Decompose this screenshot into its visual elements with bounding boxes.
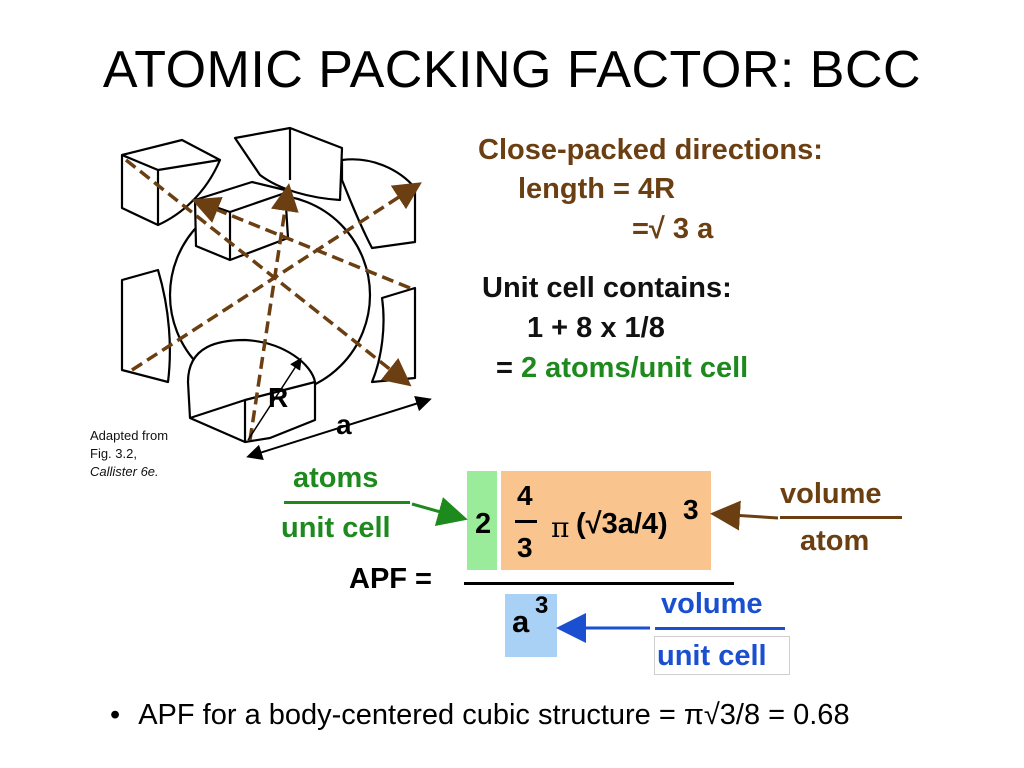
result-value: 2 atoms/unit cell [521, 352, 749, 384]
fraction-denominator: 3 [517, 532, 533, 563]
radius-expression: (√3a/4) [576, 508, 668, 540]
volume-cell-fraction-bar [655, 627, 785, 630]
credit-line: Fig. 3.2, [90, 446, 137, 461]
unit-cell-label: unit cell [657, 640, 767, 672]
unit-cell-heading: Unit cell contains: [482, 272, 732, 304]
fraction-numerator: 4 [517, 480, 533, 511]
length-line: length = 4R [518, 173, 676, 205]
close-packed-heading: Close-packed directions: [478, 134, 823, 166]
denominator-exponent: 3 [535, 592, 549, 619]
atom-count-result: = 2 atoms/unit cell [496, 352, 748, 385]
result-prefix: = [496, 352, 521, 384]
lattice-parameter-label: a [336, 409, 352, 440]
bullet-point: • APF for a body-centered cubic structur… [110, 699, 850, 732]
bullet-text: APF for a body-centered cubic structure … [138, 699, 850, 731]
credit-line: Adapted from [90, 428, 169, 443]
atoms-arrow [411, 497, 468, 526]
corner-atom-piece [120, 268, 171, 384]
corner-atom-piece [370, 286, 417, 384]
unit-cell-label: unit cell [281, 512, 391, 544]
cell-volume-box [505, 594, 557, 657]
bullet-symbol: • [110, 699, 121, 731]
bcc-unit-cell-illustration [120, 126, 432, 460]
apf-label: APF = [349, 563, 432, 595]
corner-atom-piece [233, 126, 344, 202]
credit-line: Callister 6e. [90, 464, 159, 479]
unit-cell-label-frame [654, 636, 790, 675]
volume-atom-arrow [710, 500, 779, 531]
pi-symbol: π [551, 511, 570, 544]
volume-label: volume [661, 588, 763, 620]
atoms-label: atoms [293, 462, 379, 494]
radius-label: R [268, 382, 289, 413]
apf-fraction-bar [464, 582, 734, 585]
atoms-per-cell-box [467, 471, 497, 570]
slide-title: ATOMIC PACKING FACTOR: BCC [102, 41, 922, 99]
atom-label: atom [800, 525, 870, 557]
atom-count-line: 1 + 8 x 1/8 [527, 312, 665, 344]
cube-exponent: 3 [683, 494, 699, 525]
fraction-bar [515, 520, 537, 523]
denominator-base: a [512, 604, 530, 639]
corner-atom-piece [340, 158, 417, 250]
volume-label: volume [780, 478, 882, 510]
figure-credit: Adapted from Fig. 3.2, Callister 6e. [90, 427, 168, 481]
atoms-fraction-bar [284, 501, 410, 504]
sqrt-line: =√ 3 a [632, 213, 714, 245]
atoms-multiplier: 2 [475, 508, 492, 540]
volume-atom-fraction-bar [780, 516, 902, 519]
